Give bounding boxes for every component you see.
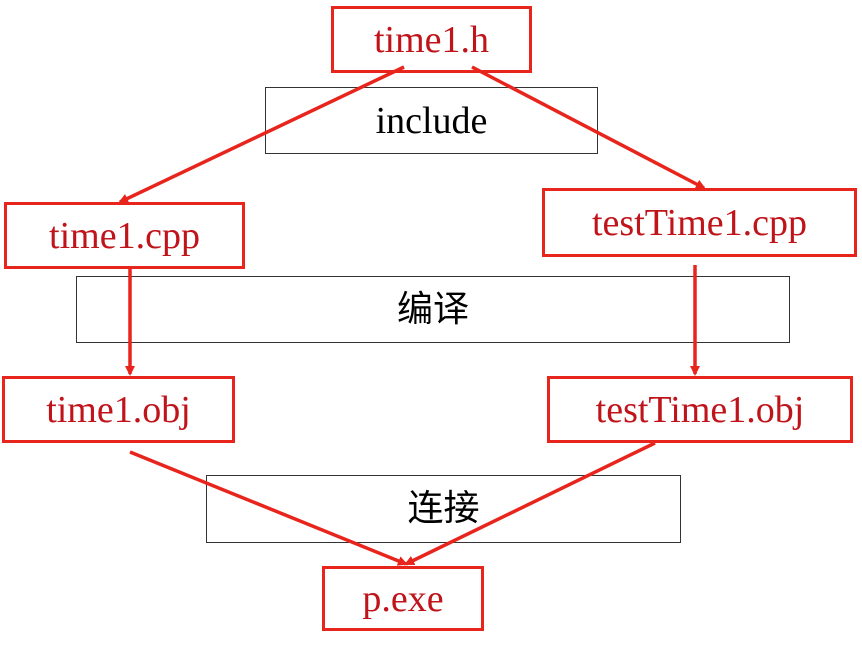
time1-cpp-box: time1.cpp (4, 202, 245, 269)
time1-cpp-label: time1.cpp (49, 214, 200, 257)
time1-h-box: time1.h (331, 6, 532, 73)
time1-obj-label: time1.obj (46, 388, 191, 431)
arrow-time1h-to-testtime1cpp (471, 65, 706, 190)
arrow-time1h-to-time1cpp (118, 65, 405, 204)
time1-h-label: time1.h (373, 18, 490, 61)
testtime1-cpp-label: testTime1.cpp (592, 201, 807, 244)
compile-stage-box: 编译 (76, 276, 790, 343)
time1-obj-box: time1.obj (2, 376, 235, 443)
arrow-testtime1obj-to-pexe (404, 441, 656, 566)
arrow-time1obj-to-pexe (129, 450, 408, 566)
testtime1-obj-label: testTime1.obj (595, 388, 805, 431)
link-stage-label: 连接 (407, 488, 480, 529)
p-exe-label: p.exe (362, 577, 444, 620)
include-stage-label: include (375, 99, 488, 142)
compile-stage-label: 编译 (396, 288, 469, 330)
testtime1-cpp-box: testTime1.cpp (542, 188, 857, 257)
testtime1-obj-box: testTime1.obj (547, 376, 853, 443)
include-stage-box: include (265, 87, 598, 154)
link-stage-box: 连接 (206, 475, 681, 543)
p-exe-box: p.exe (322, 566, 484, 631)
